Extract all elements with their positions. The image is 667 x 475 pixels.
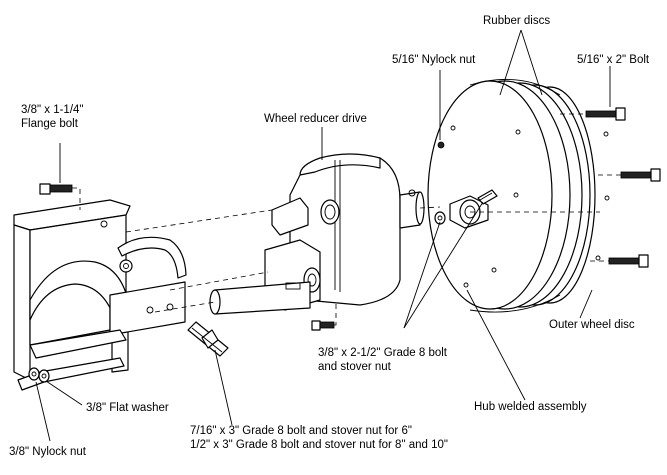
bolt-middle <box>620 168 661 182</box>
frame-bracket <box>13 199 187 391</box>
wheel-assembly <box>427 78 610 313</box>
label-flange-bolt-line1: 3/8" x 1-1/4" <box>21 104 84 116</box>
label-38-nylock-nut: 3/8" Nylock nut <box>9 446 86 458</box>
label-flange-bolt-line2: Flange bolt <box>21 118 78 130</box>
bolt-lower <box>608 254 649 268</box>
drive-mount-bolt <box>311 302 337 331</box>
label-516-nylock-nut: 5/16" Nylock nut <box>392 54 476 66</box>
label-grade8-bolt-line1: 3/8" x 2-1/2" Grade 8 bolt <box>318 347 447 359</box>
label-flat-washer: 3/8" Flat washer <box>86 402 169 414</box>
nut-and-washer <box>28 367 50 383</box>
label-large-bolt-line1: 7/16" x 3" Grade 8 bolt and stover nut f… <box>190 425 412 437</box>
label-large-bolt-line2: 1/2" x 3" Grade 8 bolt and stover nut fo… <box>190 439 448 451</box>
hub <box>434 195 489 229</box>
label-grade8-bolt-line2: and stover nut <box>318 361 391 373</box>
label-outer-wheel-disc: Outer wheel disc <box>549 319 635 331</box>
outer-disc-bolts <box>585 107 661 268</box>
output-shaft <box>209 281 311 315</box>
label-516x2-bolt: 5/16" x 2" Bolt <box>577 54 650 66</box>
hub-bolt <box>477 189 498 205</box>
wheel-reducer-drive <box>264 153 425 311</box>
bolt-upper <box>585 107 626 121</box>
alignment-lines <box>125 113 621 313</box>
flange-bolt <box>39 183 81 210</box>
grade8-bolt-large <box>187 321 229 357</box>
label-flange-bolt: 3/8" x 1-1/4" Flange bolt <box>21 103 84 131</box>
label-hub-welded-assembly: Hub welded assembly <box>474 401 587 413</box>
label-large-bolt-sizes: 7/16" x 3" Grade 8 bolt and stover nut f… <box>190 424 448 452</box>
label-rubber-discs: Rubber discs <box>483 15 551 27</box>
label-wheel-reducer-drive: Wheel reducer drive <box>264 113 367 125</box>
label-grade8-bolt-stover: 3/8" x 2-1/2" Grade 8 bolt and stover nu… <box>318 346 447 374</box>
leader-lines <box>35 29 611 442</box>
